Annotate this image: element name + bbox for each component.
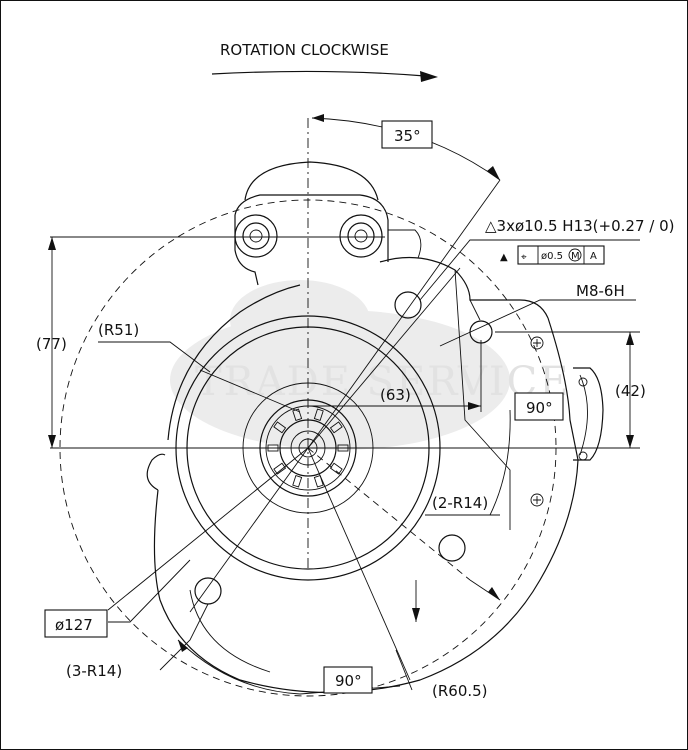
angle-bottom-label: 90° [335,672,362,690]
watermark: TRADE SERVICE [170,280,570,450]
pinion-tooth [273,421,287,434]
angle-top-box [381,120,433,149]
datum-letter: A [590,251,597,262]
stud-lower [530,493,544,507]
flange-circles [59,199,557,697]
r51-label: (R51) [98,321,139,339]
pinion-tooth [313,475,324,488]
2r14-label: (2-R14) [432,494,488,512]
datum-triangle: ▲ [500,252,508,263]
height-77-label: (77) [36,335,67,353]
pinion-tooth [267,444,279,452]
rotation-title: ROTATION CLOCKWISE [220,41,389,59]
pinion-tooth [292,475,303,488]
angle-bottom-box [323,666,373,694]
angle-top-label: 35° [394,127,421,145]
stud-upper [530,336,544,350]
angle-right-box [514,392,564,421]
thread-label: M8-6H [576,282,625,300]
pinion-tooth [337,444,349,452]
dimension-labels: 35° △3xø10.5 H13(+0.27 / 0) ▲ ⌖ ø0.5 M A… [36,120,674,700]
angle-right-label: 90° [526,399,553,417]
pinion-tooth [329,462,343,475]
tolerance-modifier: M [571,251,580,262]
diameter-127-box [44,609,108,638]
watermark-text: TRADE SERVICE [195,359,570,405]
threaded-hole-m8 [469,320,493,344]
3r14-label: (3-R14) [66,662,122,680]
dimension-lines [48,114,640,695]
position-symbol: ⌖ [521,252,527,263]
bearing-circle [242,382,374,514]
starter-housing [146,161,604,694]
r605-label: (R60.5) [432,682,488,700]
pinion-tooth [273,462,287,475]
rotation-arrow [211,70,438,82]
diameter-127-label: ø127 [55,616,93,634]
pilot-circle [175,315,441,581]
pilot-inner-circle [186,326,430,570]
height-42-label: (42) [615,382,646,400]
pinion-tooth [313,408,324,421]
bolt-circle-r605 [59,199,557,697]
offset-63-label: (63) [380,386,411,404]
pinion-gear [259,399,357,497]
upper-mounting-lugs [234,214,383,258]
tolerance-frame: ▲ ⌖ ø0.5 M A [500,245,605,265]
tolerance-value: ø0.5 [541,251,563,262]
hole-spec-label: △3xø10.5 H13(+0.27 / 0) [485,217,674,235]
hole-top-right [394,291,422,319]
pinion-tooth [329,421,343,434]
hole-bottom-right [438,534,466,562]
